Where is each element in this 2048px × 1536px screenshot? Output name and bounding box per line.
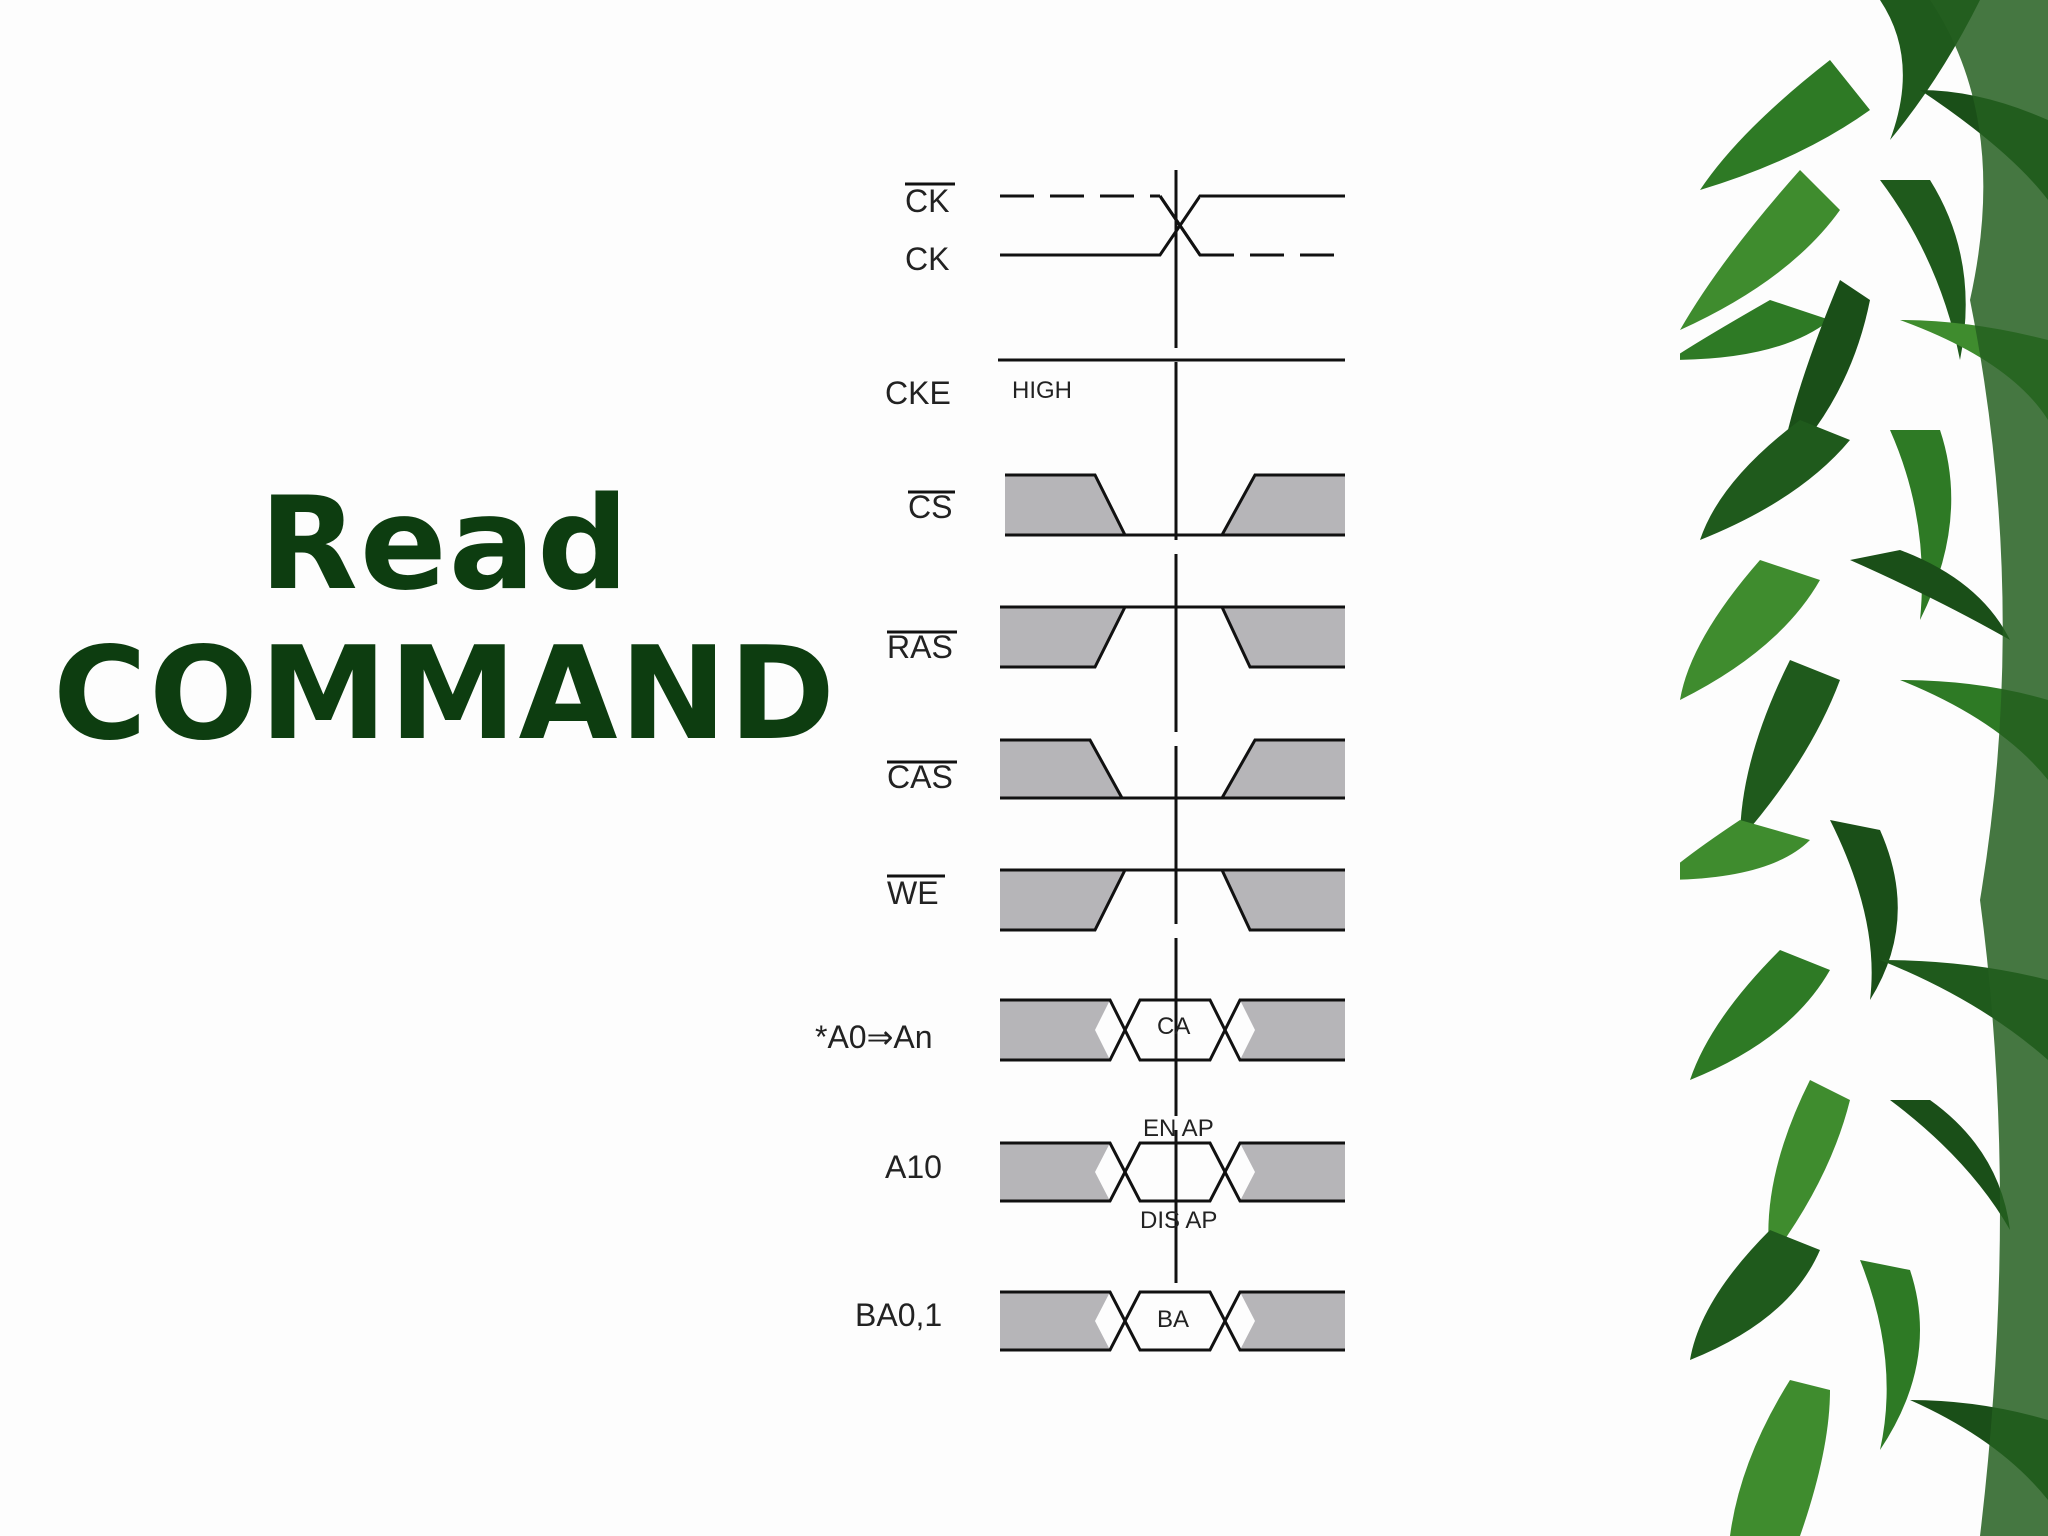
- title-line-read: Read: [259, 470, 631, 619]
- value-ca: CA: [1157, 1013, 1190, 1040]
- label-cas: CAS: [887, 759, 953, 795]
- title-line-command: COMMAND: [53, 620, 837, 769]
- bamboo-decoration: [1680, 0, 2048, 1536]
- addr-waveform: [1000, 998, 1345, 1062]
- label-ba: BA0,1: [855, 1297, 942, 1333]
- ck-cross: [1000, 194, 1345, 257]
- label-address: *A0⇒An: [815, 1019, 933, 1055]
- cs-waveform: [1005, 473, 1345, 537]
- label-we: WE: [887, 875, 939, 911]
- cke-high-note: HIGH: [1012, 377, 1072, 404]
- bamboo-leaves: [1680, 0, 2048, 1536]
- label-ck-bar: CK: [905, 183, 949, 219]
- value-ba: BA: [1157, 1306, 1189, 1333]
- ras-waveform: [1000, 605, 1345, 669]
- we-waveform: [1000, 868, 1345, 932]
- a10-en-ap: EN AP: [1143, 1115, 1214, 1142]
- a10-waveform: [1000, 1141, 1345, 1203]
- timing-diagram: CK CK CKE HIGH CS RAS CAS WE *A0⇒An CA E…: [815, 170, 1345, 1352]
- label-ck: CK: [905, 241, 949, 277]
- label-cke: CKE: [885, 375, 951, 411]
- slide-title: Read COMMAND: [20, 470, 870, 770]
- cas-waveform: [1000, 738, 1345, 800]
- label-ras: RAS: [887, 629, 953, 665]
- ckbar-cross: [1158, 195, 1345, 257]
- a10-dis-ap: DIS AP: [1140, 1207, 1217, 1234]
- ckbar-start-fix: [1158, 195, 1202, 256]
- ba-waveform: [1000, 1290, 1345, 1352]
- overbars: [887, 182, 957, 878]
- label-cs: CS: [908, 489, 952, 525]
- label-a10: A10: [885, 1149, 942, 1185]
